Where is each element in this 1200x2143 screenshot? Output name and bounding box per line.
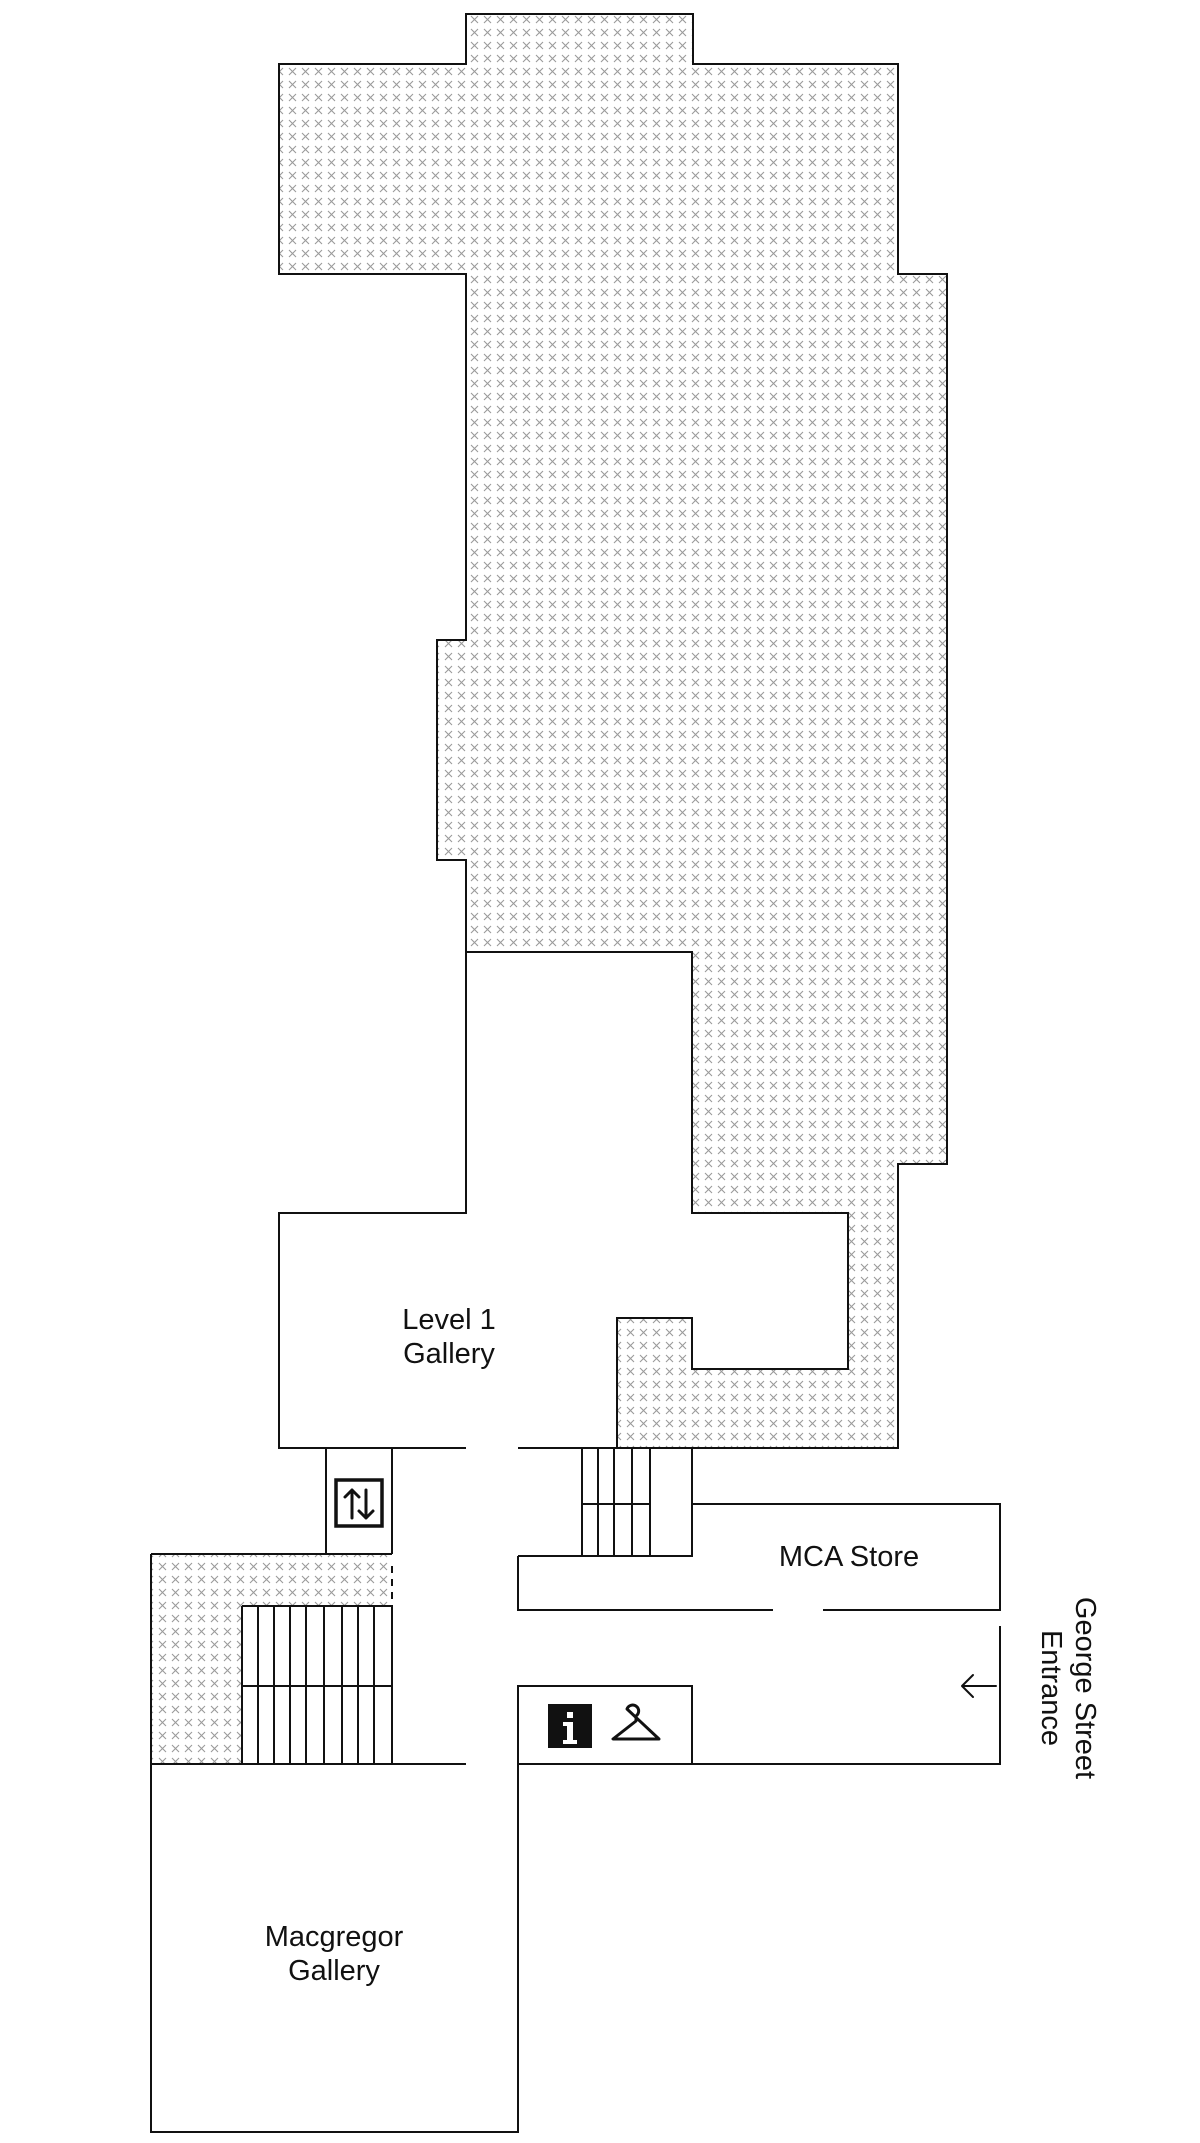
entrance-corridor-walls — [517, 1626, 1001, 1765]
entrance-arrow-icon — [961, 1674, 997, 1698]
upper-hatched-area-outline — [278, 13, 948, 1449]
macgregor-gallery-label-line2: Gallery — [288, 1955, 380, 1987]
level1-gallery-walls — [278, 952, 617, 1449]
level1-gallery-label: Level 1 — [402, 1304, 496, 1336]
left-staircase — [241, 1605, 392, 1764]
svg-text:George Street: George Street — [1069, 1597, 1101, 1779]
info-icon — [548, 1704, 592, 1748]
macgregor-gallery-label: Macgregor — [265, 1921, 404, 1953]
george-street-entrance-label: George Street Entrance — [1035, 1597, 1101, 1779]
upper-hatched-area — [279, 14, 947, 1448]
level1-gallery-label-line2: Gallery — [403, 1338, 495, 1370]
mca-store-label: MCA Store — [779, 1541, 919, 1573]
central-staircase — [581, 1448, 693, 1556]
cloakroom-icon — [611, 1703, 661, 1741]
lift-shaft-walls — [325, 1448, 393, 1554]
svg-text:Entrance: Entrance — [1035, 1630, 1067, 1746]
macgregor-gallery-walls — [150, 1553, 519, 2133]
mca-store-walls — [517, 1503, 1001, 1611]
lift-icon — [334, 1478, 384, 1528]
